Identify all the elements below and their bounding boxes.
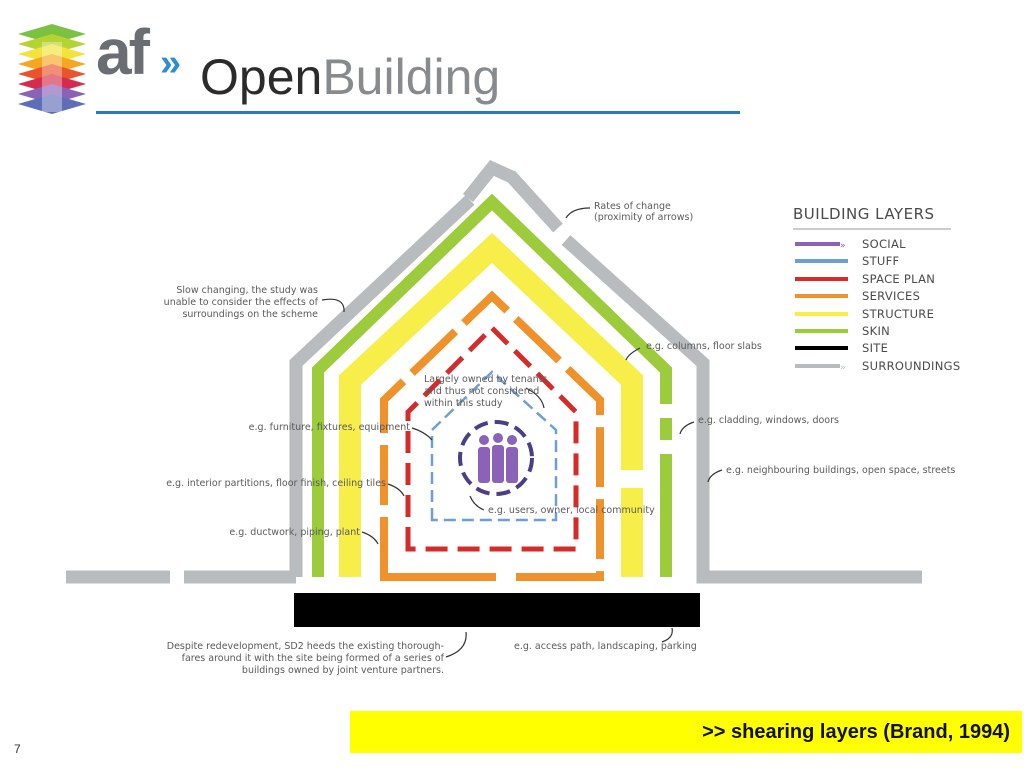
- structure-layer: [339, 232, 643, 577]
- legend-label: SITE: [862, 341, 888, 355]
- annotation-tenants-1: Largely owned by tenants: [424, 374, 547, 385]
- annotation-neighbouring: e.g. neighbouring buildings, open space,…: [726, 465, 955, 476]
- legend-item-skin: SKIN: [795, 324, 890, 338]
- legend-label: STUFF: [862, 254, 899, 268]
- openbuilding-logo-icon: [18, 24, 86, 114]
- annotation-columns: e.g. columns, floor slabs: [646, 341, 762, 352]
- legend-label: SURROUNDINGS: [862, 359, 960, 373]
- legend-item-services: SERVICES: [795, 289, 920, 303]
- page-title-part-1: Open: [200, 49, 323, 105]
- legend-item-stuff: STUFF: [795, 254, 899, 268]
- annotation-ductwork: e.g. ductwork, piping, plant: [229, 527, 360, 538]
- annotation-cladding: e.g. cladding, windows, doors: [698, 415, 839, 426]
- stuff-layer: [430, 370, 558, 522]
- annotation-despite-1: Despite redevelopment, SD2 heeds the exi…: [167, 641, 444, 652]
- annotation-rates-1: Rates of change: [594, 201, 671, 212]
- caption-text: >> shearing layers (Brand, 1994): [702, 721, 1010, 743]
- legend-label: STRUCTURE: [862, 307, 934, 321]
- annotation-furniture: e.g. furniture, fixtures, equipment: [249, 422, 411, 433]
- legend-item-site: SITE: [795, 341, 888, 355]
- people-icon: [478, 433, 518, 483]
- annotation-users: e.g. users, owner, local community: [488, 505, 655, 516]
- annotation-despite-3: buildings owned by joint venture partner…: [242, 665, 444, 676]
- svg-text:»: »: [840, 363, 846, 373]
- surroundings-layer: [66, 159, 922, 584]
- legend-item-social: » SOCIAL: [795, 237, 906, 251]
- legend-item-space-plan: SPACE PLAN: [795, 272, 935, 286]
- legend-label: SERVICES: [862, 289, 920, 303]
- annotation-slow-3: surroundings on the scheme: [182, 309, 318, 320]
- annotation-partitions: e.g. interior partitions, floor finish, …: [166, 478, 386, 489]
- logo-chevron: »: [160, 42, 182, 84]
- legend-label: SOCIAL: [862, 237, 906, 251]
- site-layer: [294, 593, 700, 627]
- annotation-access: e.g. access path, landscaping, parking: [514, 641, 697, 652]
- title-divider: [96, 111, 740, 114]
- annotation-slow-1: Slow changing, the study was: [176, 285, 318, 296]
- legend-item-surroundings: » SURROUNDINGS: [795, 359, 960, 373]
- legend-title: BUILDING LAYERS: [793, 205, 935, 223]
- slide-number: 7: [14, 742, 21, 756]
- building-layers-diagram: Rates of change (proximity of arrows) Sl…: [66, 159, 960, 676]
- logo-wordmark: af: [96, 16, 150, 88]
- annotation-despite-2: fares around it with the site being form…: [182, 653, 445, 664]
- legend-label: SKIN: [862, 324, 890, 338]
- legend: BUILDING LAYERS » SOCIAL STUFF SPACE PLA…: [793, 205, 960, 373]
- annotation-tenants-3: within this study: [424, 398, 503, 409]
- caption-banner: >> shearing layers (Brand, 1994): [350, 711, 1022, 753]
- annotation-rates-2: (proximity of arrows): [594, 212, 693, 223]
- legend-label: SPACE PLAN: [862, 272, 935, 286]
- social-layer: [458, 420, 534, 496]
- page-title-part-2: Building: [322, 49, 501, 105]
- svg-text:»: »: [840, 241, 846, 251]
- space-plan-layer: [405, 324, 579, 552]
- annotation-slow-2: unable to consider the effects of: [164, 297, 319, 308]
- skin-layer: [312, 193, 672, 577]
- annotation-arrows: [321, 207, 723, 658]
- annotation-tenants-2: and thus not considered: [424, 386, 539, 397]
- services-layer: [380, 290, 604, 577]
- page-title: OpenBuilding: [200, 52, 500, 102]
- legend-item-structure: STRUCTURE: [795, 307, 934, 321]
